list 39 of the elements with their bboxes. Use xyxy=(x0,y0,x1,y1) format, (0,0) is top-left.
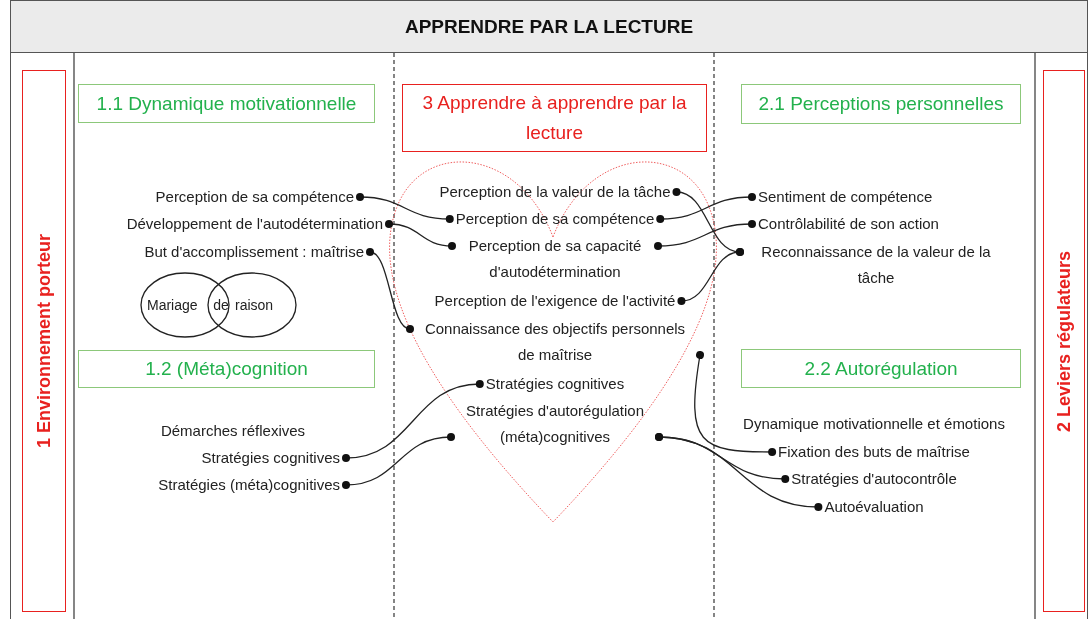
item-text: Dynamique motivationnelle et émotions xyxy=(742,414,1006,434)
item-text: Connaissance des objectifs personnels de maîtrise xyxy=(410,316,700,368)
item-text: But d'accomplissement : maîtrise xyxy=(138,239,370,265)
side-panel: 2 Leviers régulateurs xyxy=(1043,70,1085,612)
item-text: Stratégies d'autorégulation (méta)cognitives xyxy=(451,398,659,450)
item-text: Développement de l'autodétermination xyxy=(120,211,389,237)
item-text: Contrôlabilité de son action xyxy=(752,211,945,237)
section-header: 1.2 (Méta)cognition xyxy=(78,350,375,388)
connector xyxy=(342,433,455,489)
section-header: 3 Apprendre à apprendre par la lecture xyxy=(402,84,707,152)
item-text: Sentiment de compétence xyxy=(752,184,939,210)
item-text: Fixation des buts de maîtrise xyxy=(772,439,976,465)
title: APPRENDRE PAR LA LECTURE xyxy=(10,0,1088,53)
item-text: Stratégies cognitives xyxy=(479,371,631,397)
connector xyxy=(366,248,414,333)
connector xyxy=(342,380,484,462)
item-text: Perception de l'exigence de l'activité xyxy=(428,288,682,314)
item-text: Reconnaissance de la valeur de la tâche xyxy=(740,239,1012,291)
connector xyxy=(655,433,823,511)
item-text: Perception de la valeur de la tâche xyxy=(433,179,677,205)
item-text: Stratégies (méta)cognitives xyxy=(152,472,346,498)
connector xyxy=(654,220,756,250)
connector xyxy=(656,193,756,223)
item-text: Perception de sa compétence xyxy=(149,184,360,210)
item-text: Autoévaluation xyxy=(818,494,930,520)
venn-overlap-text: de xyxy=(213,296,229,315)
section-header: 2.2 Autorégulation xyxy=(741,349,1021,388)
side-panel: 1 Environnement porteur xyxy=(22,70,66,612)
connector xyxy=(356,193,454,223)
item-text: Perception de sa capacité d'autodétermination xyxy=(452,233,658,285)
connector xyxy=(385,220,456,250)
section-header: 2.1 Perceptions personnelles xyxy=(741,84,1021,124)
connector xyxy=(677,248,744,305)
section-header: 1.1 Dynamique motivationnelle xyxy=(78,84,375,123)
item-text: Démarches réflexives xyxy=(159,421,307,441)
item-text: Perception de sa compétence xyxy=(449,206,661,232)
item-text: Stratégies cognitives xyxy=(195,445,346,471)
connector xyxy=(694,351,777,456)
item-text: Stratégies d'autocontrôle xyxy=(785,466,963,492)
